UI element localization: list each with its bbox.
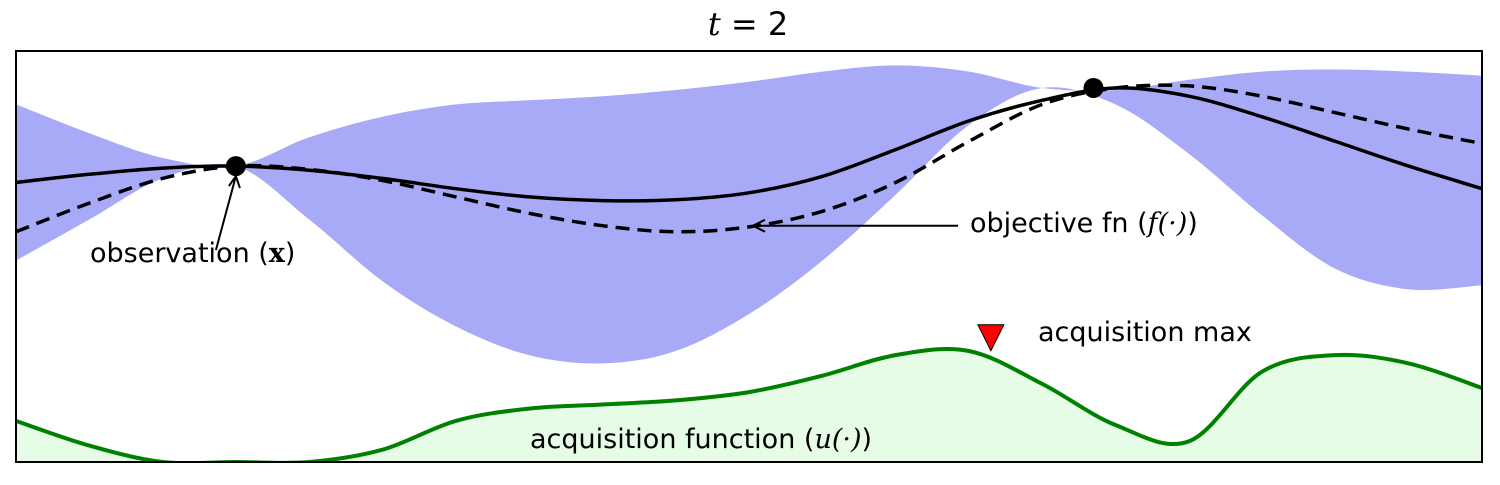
acquisition-max-marker [977,324,1005,352]
observation-points [225,77,1104,177]
acquisition-max-label: acquisition max [1038,317,1252,348]
title-variable: t [708,5,721,43]
acquisition-function-label: acquisition function (u(·)) [530,424,872,455]
observation-arrow [214,175,237,251]
plot-area [16,65,1482,462]
plot-frame [15,50,1483,463]
confidence-band [16,65,1482,364]
chart-title: t = 2 [708,5,788,43]
observation-point [225,156,246,177]
title-rest: = 2 [721,5,789,43]
posterior-mean-line [16,86,1482,203]
observation-arrow-head [228,173,241,189]
acquisition-fill [16,349,1482,462]
acquisition-line [16,347,1482,462]
objective-arrow-head [750,218,766,233]
objective-label: objective fn (f(·)) [970,208,1198,239]
observation-point [1083,77,1104,98]
observation-label: observation (x) [90,238,295,269]
